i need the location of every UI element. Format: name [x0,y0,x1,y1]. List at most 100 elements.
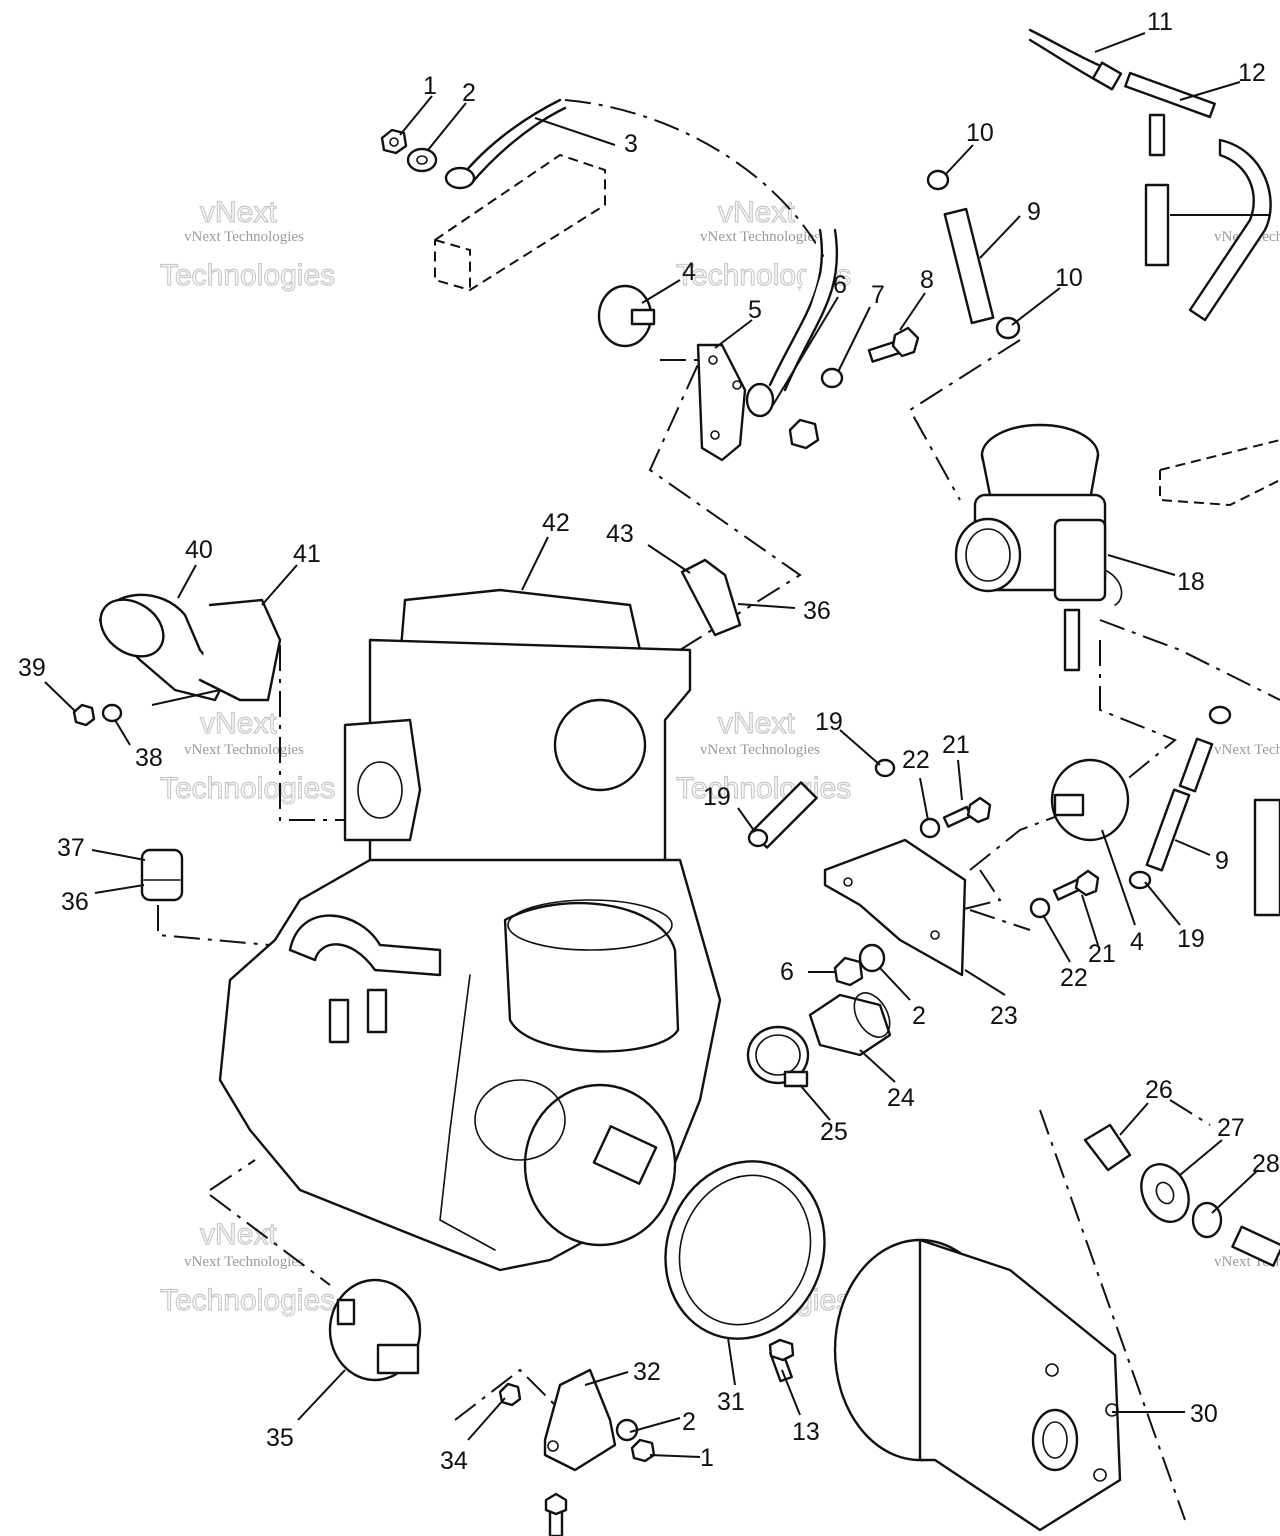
leader-2-lower [629,1417,681,1433]
watermark-bottom: Technologies [676,772,851,805]
leader-8 [899,292,926,331]
clamp-10-a [926,169,950,191]
callout-35: 35 [266,1424,294,1452]
leader-34 [467,1397,506,1441]
assembly-line-intake [279,645,350,821]
clutch-30-body [918,1238,1122,1532]
bolt-right [1231,1225,1280,1267]
bushing-43-36 [680,558,742,637]
engine-crank-shaft [592,1125,658,1185]
hose-right-edge [1253,798,1280,917]
watermark-5: vNext vNext Technologies Technologies [675,706,851,805]
bracket-32-hole [547,1440,559,1452]
leader-28 [1211,1169,1259,1214]
clamp-25-screw [783,1070,809,1088]
nut-6-top [788,418,820,450]
bushing-43 [680,558,742,637]
bushing-37 [140,848,184,902]
leader-24 [859,1049,896,1083]
callout-23: 23 [990,1002,1018,1030]
watermark-mid: vNext Technologies [700,742,820,758]
carb-fitting [1104,569,1123,606]
callout-10-top: 10 [966,119,994,147]
assembly-line-cable [564,99,831,271]
nut-1-top [380,128,408,155]
engine-stud-b [366,988,388,1034]
carb-cap-skirt [980,453,1100,502]
callout-4-top: 4 [682,258,696,286]
clutch-30-hub [1031,1408,1079,1472]
leader-1-lower [649,1454,701,1458]
leader-38-boot [151,689,221,706]
watermark-mid: vNext Technologies [184,229,304,245]
assembly-lines [157,99,1280,1521]
clutch-30-bore [1042,1421,1068,1459]
ground-cable-a [768,228,824,387]
leader-21-top [957,759,963,801]
watermark-4: vNext vNext Technologies Technologies [159,706,335,805]
leader-lines [44,32,1270,1458]
bolt-21-top [942,796,992,828]
mount-4-top [597,284,656,348]
mount-4-mid [1050,758,1130,842]
leader-26 [1119,1102,1149,1136]
leader-6-top [772,296,839,406]
washer-2-hole [416,155,428,165]
clamp-19-d [1208,705,1232,725]
bracket-23-plate [823,838,967,977]
tee-12-body [1124,71,1216,119]
watermark-top: vNext [200,1218,277,1251]
callout-36-left: 36 [61,888,89,916]
bracket-outline [1159,439,1280,507]
callout-27: 27 [1217,1114,1245,1142]
hose-bent [1188,138,1272,322]
cable-3-outline [468,106,567,187]
carb-rear-bracket [1159,439,1280,507]
assembly-line-mount-bolt [969,814,1061,871]
bolt-bottom [544,1492,568,1536]
watermark-top: vNext [718,707,795,740]
washer-27-ring [1140,1163,1190,1223]
leader-7 [837,306,871,373]
nut-39-hex [72,703,96,727]
leader-4-top [641,279,681,304]
leader-27 [1179,1139,1223,1176]
washer-22-ring [919,817,941,839]
leader-19-b [737,807,756,833]
callout-5: 5 [748,296,762,324]
nut-1-lower-hex [630,1438,656,1463]
washer-22-lower [1029,897,1051,919]
engine-oil-filter [503,902,680,1053]
callout-2-mid: 2 [912,1002,926,1030]
nut-6-hex [788,418,820,450]
leader-2-top [427,102,467,151]
assembly-line-mount [1099,640,1177,786]
clamp-19-b [874,758,896,778]
callout-31: 31 [717,1388,745,1416]
assembly-line-carb-right [1099,619,1280,701]
spacer-26-body [1083,1123,1132,1172]
bracket-5-hole-c [710,430,720,440]
battery-cable [434,98,606,292]
washer-38 [101,703,123,723]
watermark-mid: vNext Technologies [184,1254,304,1270]
watermark-7: vNext vNext Technologies Technologies [159,1217,335,1317]
nut-1-lower [630,1438,656,1463]
washer-7 [820,367,844,389]
bolt-13 [768,1338,795,1383]
washer-2-mid-ring [858,943,886,973]
clutch-30-bolt-a [1045,1363,1059,1377]
clutch-30 [833,1238,1122,1532]
callout-28: 28 [1252,1150,1280,1178]
hose-9-right-upper [1178,737,1214,793]
engine-case-boss [474,1079,566,1161]
washer-22-top [919,817,941,839]
bracket-23-hole-b [930,930,940,940]
callout-4-mid: 4 [1130,928,1144,956]
bolt-right-shank [1231,1225,1280,1267]
leader-19-right [1144,881,1181,926]
callout-43: 43 [606,520,634,548]
mount-35-stud [376,1343,420,1375]
bracket-5-hole-a [708,355,718,365]
assembly-line-mid [959,869,1002,911]
